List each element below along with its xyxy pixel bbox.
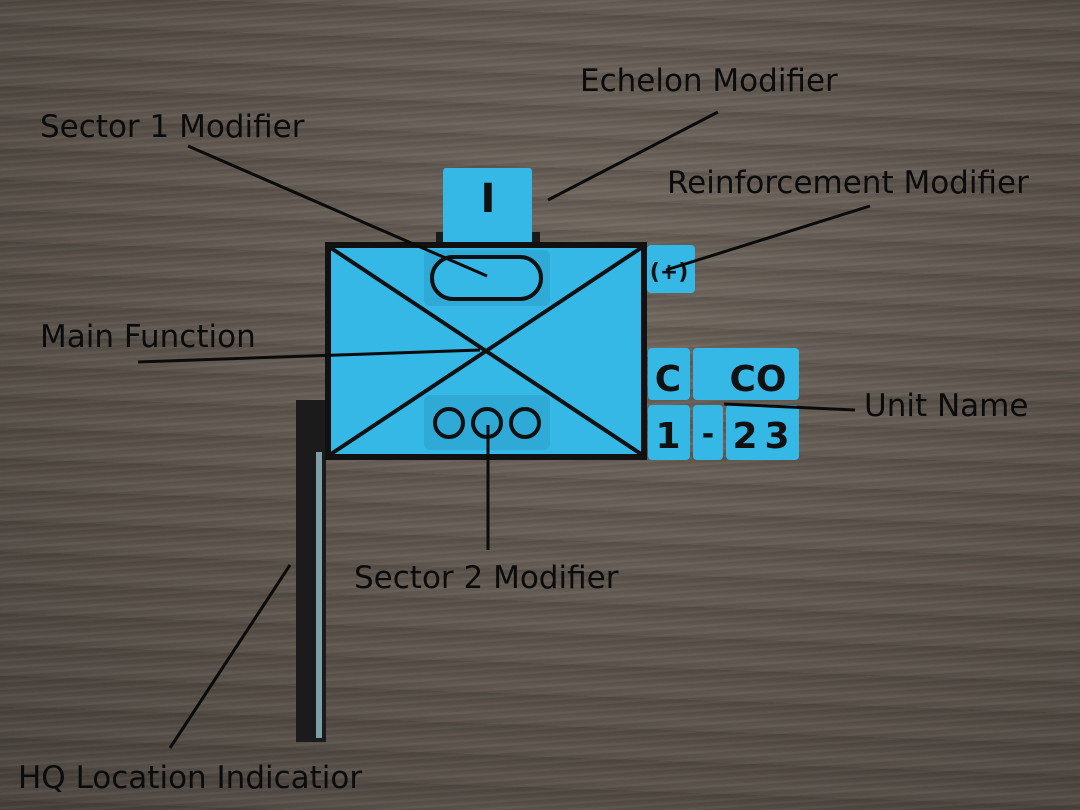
unit-name-text: CO <box>729 359 786 400</box>
main-function-label: Main Function <box>40 322 256 353</box>
sector2-modifier-label: Sector 2 Modifier <box>354 563 618 594</box>
echelon-modifier-label: Echelon Modifier <box>580 66 838 97</box>
unit-name-text: C <box>655 359 681 400</box>
unit-name-label: Unit Name <box>864 391 1028 422</box>
echelon-mark: I <box>481 176 496 222</box>
unit-name-text: 3 <box>764 416 789 457</box>
unit-name-text: - <box>702 417 714 452</box>
unit-name-text: 1 <box>655 416 680 457</box>
reinforcement-modifier-label: Reinforcement Modifier <box>667 168 1029 199</box>
sector1-modifier-label: Sector 1 Modifier <box>40 112 304 143</box>
unit-name-text: 2 <box>732 416 757 457</box>
hq-location-label: HQ Location Indicatior <box>18 763 362 794</box>
leader-line-reinforcement <box>666 206 870 270</box>
sector1-oval <box>432 257 541 299</box>
hq-staff-highlight <box>316 452 322 738</box>
leader-line-hq <box>170 565 290 748</box>
